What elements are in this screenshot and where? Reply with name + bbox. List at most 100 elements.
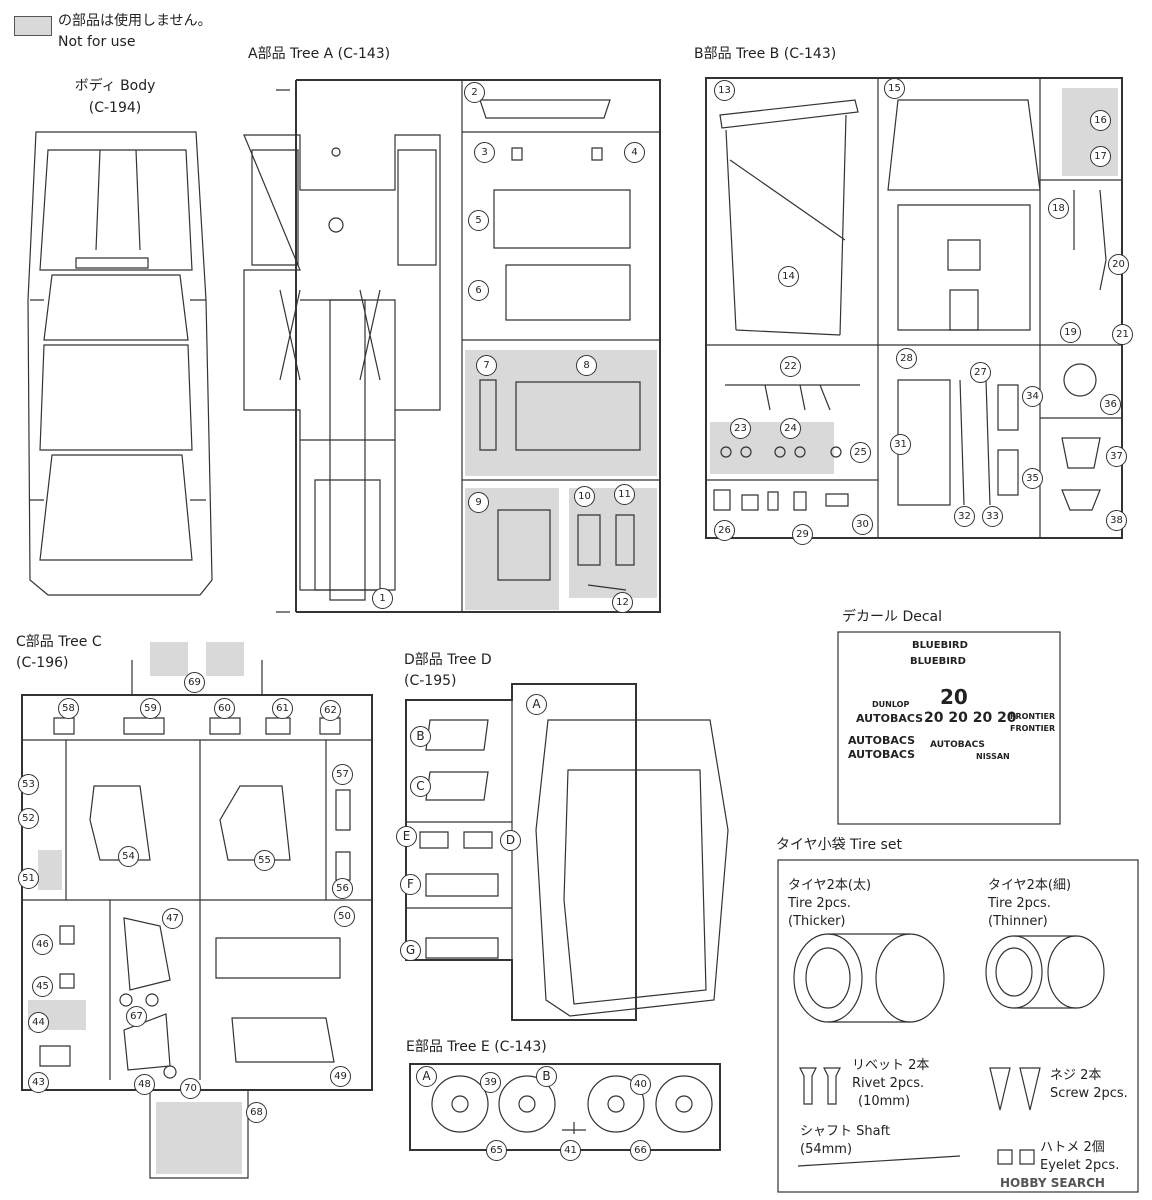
tire-thin-en: Tire 2pcs. xyxy=(988,896,1051,911)
part-number-40: 40 xyxy=(630,1074,651,1095)
part-letter-e-b: B xyxy=(536,1066,557,1087)
part-number-37: 37 xyxy=(1106,446,1127,467)
chassis-part-1 xyxy=(243,134,441,601)
decal-frontier-1: FRONTIER xyxy=(1010,712,1056,721)
tire-thick-size: (Thicker) xyxy=(788,914,846,929)
part-number-54: 54 xyxy=(118,846,139,867)
part-number-65: 65 xyxy=(486,1140,507,1161)
decal-autobacs-2: AUTOBACS xyxy=(848,734,916,747)
part-number-44: 44 xyxy=(28,1012,49,1033)
part-letter-a: A xyxy=(526,694,547,715)
part-number-50: 50 xyxy=(334,906,355,927)
body-title: ボディ Body xyxy=(74,78,156,94)
part-number-27: 27 xyxy=(970,362,991,383)
decal-autobacs-3: AUTOBACS xyxy=(930,740,985,750)
part-number-11: 11 xyxy=(614,484,635,505)
part-number-29: 29 xyxy=(792,524,813,545)
part-number-5: 5 xyxy=(468,210,489,231)
part-number-26: 26 xyxy=(714,520,735,541)
tire-thick-jp: タイヤ2本(太) xyxy=(788,878,872,893)
part-number-49: 49 xyxy=(330,1066,351,1087)
rivet-jp: リベット 2本 xyxy=(852,1058,930,1073)
part-number-24: 24 xyxy=(780,418,801,439)
part-number-62: 62 xyxy=(320,700,341,721)
rivet-size: (10mm) xyxy=(858,1094,911,1109)
tree-a-title: A部品 Tree A (C-143) xyxy=(248,46,391,62)
tire-set-box xyxy=(777,859,1139,1193)
part-number-21: 21 xyxy=(1112,324,1133,345)
decal-numbers-row: 20 20 20 20 xyxy=(924,710,1017,726)
body-shell xyxy=(27,131,213,596)
part-number-30: 30 xyxy=(852,514,873,535)
tree-a-small-parts xyxy=(479,99,641,591)
part-number-55: 55 xyxy=(254,850,275,871)
part-number-15: 15 xyxy=(884,78,905,99)
body-code: (C-194) xyxy=(88,100,142,116)
tree-b-parts xyxy=(713,99,1107,511)
screw-jp: ネジ 2本 xyxy=(1050,1068,1102,1083)
part-letter-f: F xyxy=(400,874,421,895)
not-for-use-swatch xyxy=(14,16,52,36)
part-number-67: 67 xyxy=(126,1006,147,1027)
tree-e-frame xyxy=(409,1063,721,1151)
eyelet-en: Eyelet 2pcs. xyxy=(1040,1158,1120,1173)
decal-title: デカール Decal xyxy=(842,609,943,625)
part-number-58: 58 xyxy=(58,698,79,719)
part-number-32: 32 xyxy=(954,506,975,527)
part-number-4: 4 xyxy=(624,142,645,163)
part-number-13: 13 xyxy=(714,80,735,101)
decal-number-20: 20 xyxy=(940,685,968,709)
part-number-51: 51 xyxy=(18,868,39,889)
tire-thin-jp: タイヤ2本(細) xyxy=(988,878,1072,893)
part-number-14: 14 xyxy=(778,266,799,287)
tree-e-title: E部品 Tree E (C-143) xyxy=(406,1039,547,1055)
part-number-8: 8 xyxy=(576,355,597,376)
tree-d-frame xyxy=(405,683,729,1021)
part-number-61: 61 xyxy=(272,698,293,719)
part-number-39: 39 xyxy=(480,1072,501,1093)
part-number-7: 7 xyxy=(476,355,497,376)
part-number-52: 52 xyxy=(18,808,39,829)
tree-d-title: D部品 Tree D xyxy=(404,652,492,668)
part-number-69: 69 xyxy=(184,672,205,693)
watermark: HOBBY SEARCH xyxy=(1000,1176,1105,1190)
part-number-18: 18 xyxy=(1048,198,1069,219)
part-number-22: 22 xyxy=(780,356,801,377)
part-number-10: 10 xyxy=(574,486,595,507)
eyelet-jp: ハトメ 2個 xyxy=(1040,1140,1105,1155)
decal-frontier-2: FRONTIER xyxy=(1010,724,1056,733)
shaft-jp: シャフト Shaft xyxy=(800,1124,891,1139)
part-number-12: 12 xyxy=(612,592,633,613)
part-number-66: 66 xyxy=(630,1140,651,1161)
part-letter-b: B xyxy=(410,726,431,747)
shaft-size: (54mm) xyxy=(800,1142,853,1157)
part-letter-e-a: A xyxy=(416,1066,437,1087)
part-number-19: 19 xyxy=(1060,322,1081,343)
tree-b-title: B部品 Tree B (C-143) xyxy=(694,46,837,62)
part-letter-g: G xyxy=(400,940,421,961)
part-number-33: 33 xyxy=(982,506,1003,527)
part-letter-d: D xyxy=(500,830,521,851)
part-letter-e: E xyxy=(396,826,417,847)
tree-a-frame xyxy=(276,79,661,613)
part-number-47: 47 xyxy=(162,908,183,929)
part-number-25: 25 xyxy=(850,442,871,463)
part-number-36: 36 xyxy=(1100,394,1121,415)
part-number-43: 43 xyxy=(28,1072,49,1093)
tire-set-title: タイヤ小袋 Tire set xyxy=(776,837,902,853)
part-number-59: 59 xyxy=(140,698,161,719)
tire-thin-size: (Thinner) xyxy=(988,914,1048,929)
legend-jp: の部品は使用しません。 xyxy=(58,13,212,29)
part-number-46: 46 xyxy=(32,934,53,955)
tire-thick-en: Tire 2pcs. xyxy=(788,896,851,911)
part-number-56: 56 xyxy=(332,878,353,899)
tree-c-code: (C-196) xyxy=(16,655,69,671)
part-number-34: 34 xyxy=(1022,386,1043,407)
part-number-23: 23 xyxy=(730,418,751,439)
part-number-35: 35 xyxy=(1022,468,1043,489)
decal-autobacs-1: AUTOBACS xyxy=(856,712,924,725)
tree-b-frame xyxy=(705,77,1123,539)
part-number-17: 17 xyxy=(1090,146,1111,167)
decal-sheet xyxy=(837,631,1061,825)
